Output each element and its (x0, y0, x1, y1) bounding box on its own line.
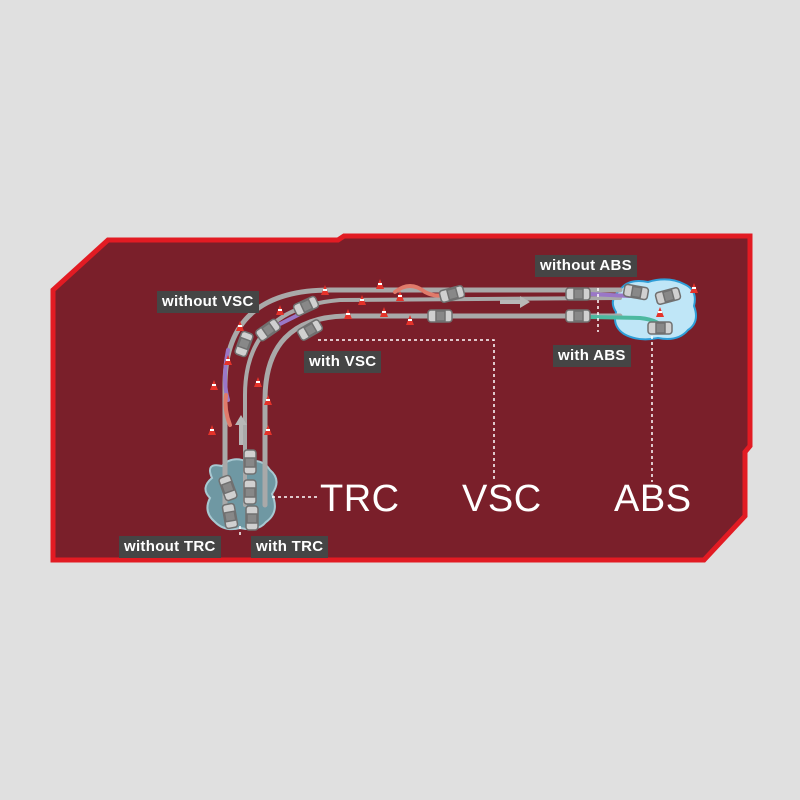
traffic-cone-icon (254, 377, 262, 387)
system-label-trc: TRC (320, 478, 400, 520)
cars (218, 283, 682, 531)
traffic-cone-icon (276, 305, 284, 315)
car-icon (647, 321, 673, 335)
car-icon (245, 505, 259, 531)
car-icon (243, 449, 257, 475)
label-with-abs: with ABS (553, 345, 631, 367)
car-icon (234, 330, 254, 358)
car-icon (292, 295, 320, 317)
label-without-abs: without ABS (535, 255, 637, 277)
car-icon (296, 319, 324, 341)
traffic-cone-icon (208, 425, 216, 435)
label-without-trc: without TRC (119, 536, 221, 558)
car-icon (438, 285, 466, 303)
traffic-cone-icon (656, 307, 664, 317)
traffic-cone-icon (224, 355, 232, 365)
car-icon (565, 287, 591, 301)
leader-lines (239, 288, 653, 536)
vsc-leader (318, 339, 495, 482)
arrow-up-icon (235, 415, 247, 445)
label-with-vsc: with VSC (304, 351, 382, 373)
traffic-cone-icon (358, 295, 366, 305)
label-with-trc: with TRC (251, 536, 329, 558)
car-icon (221, 502, 239, 530)
direction-arrows (235, 296, 530, 445)
traffic-cone-icon (210, 380, 218, 390)
car-icon (427, 309, 453, 323)
traffic-cones (208, 279, 698, 435)
traffic-cone-icon (236, 321, 244, 331)
traffic-cone-icon (396, 291, 404, 301)
car-icon (255, 318, 281, 342)
traffic-cone-icon (321, 285, 329, 295)
traffic-cone-icon (380, 307, 388, 317)
traffic-cone-icon (376, 279, 384, 289)
car-icon (218, 474, 238, 502)
traffic-cone-icon (264, 395, 272, 405)
traffic-cone-icon (690, 283, 698, 293)
arrow-right-icon (500, 296, 530, 308)
car-icon (654, 287, 682, 305)
system-label-abs: ABS (614, 478, 692, 520)
traffic-cone-icon (406, 315, 414, 325)
track-inner (262, 313, 623, 508)
traffic-cone-icon (344, 309, 352, 319)
car-icon (622, 283, 650, 301)
traffic-cone-icon (264, 425, 272, 435)
label-without-vsc: without VSC (157, 291, 259, 313)
system-label-vsc: VSC (462, 478, 542, 520)
car-icon (243, 479, 257, 505)
car-icon (565, 309, 591, 323)
